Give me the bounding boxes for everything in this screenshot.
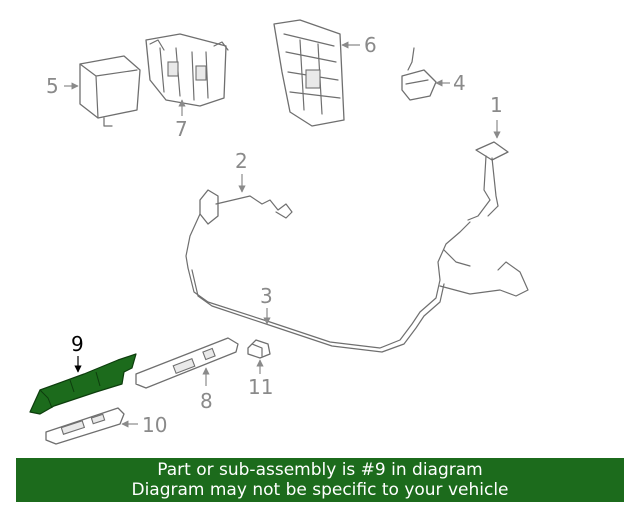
part-1-antenna[interactable]: [467, 141, 509, 221]
callout-6: 6: [364, 33, 377, 57]
callout-10: 10: [142, 413, 167, 437]
part-6-panel[interactable]: [273, 19, 345, 127]
part-2-cable-pod[interactable]: [185, 189, 293, 269]
part-10-lower-strip[interactable]: [45, 407, 125, 445]
part-4-connector[interactable]: [401, 47, 437, 101]
part-3-harness[interactable]: [187, 221, 529, 353]
part-7-bracket[interactable]: [145, 33, 229, 107]
info-banner: Part or sub-assembly is #9 in diagram Di…: [16, 458, 624, 502]
callout-11: 11: [248, 375, 273, 399]
callout-7: 7: [175, 117, 188, 141]
callout-3: 3: [260, 284, 273, 308]
callout-9: 9: [71, 332, 84, 356]
callout-4: 4: [453, 71, 466, 95]
banner-line-2: Diagram may not be specific to your vehi…: [131, 480, 509, 500]
callout-5: 5: [46, 74, 59, 98]
banner-line-1: Part or sub-assembly is #9 in diagram: [157, 460, 483, 480]
callout-8: 8: [200, 389, 213, 413]
callout-1: 1: [490, 93, 503, 117]
part-8-bracket-strip[interactable]: [135, 337, 239, 389]
callout-2: 2: [235, 149, 248, 173]
part-9-highlighted-bracket[interactable]: [29, 353, 137, 415]
part-5-module[interactable]: [79, 55, 141, 127]
part-11-clip[interactable]: [247, 339, 271, 359]
